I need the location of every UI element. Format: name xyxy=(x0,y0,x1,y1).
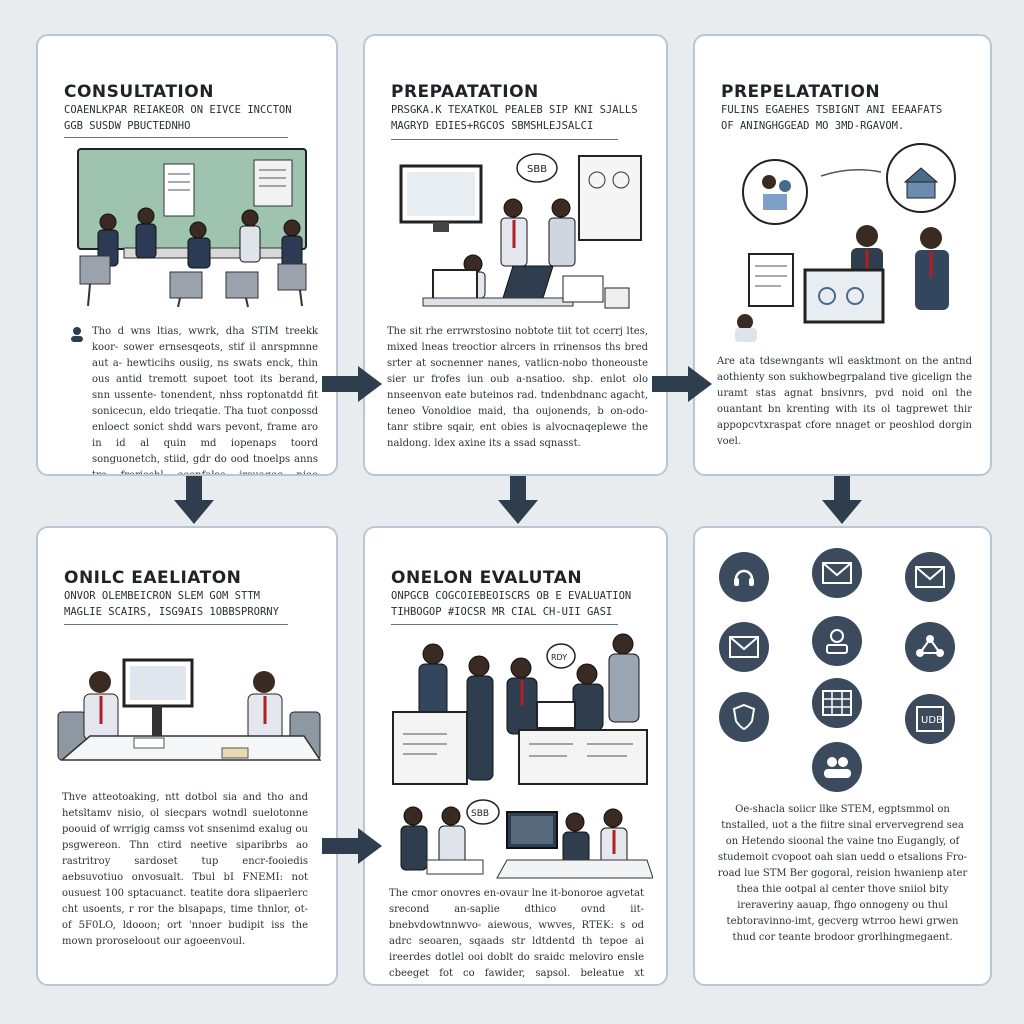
arrow-down-2-to-5 xyxy=(498,476,538,524)
card-body: Are ata tdsewngants wll easktmont on the… xyxy=(717,356,972,447)
ud-document-icon: UDB xyxy=(905,694,955,744)
arrow-down-3-to-6 xyxy=(822,476,862,524)
step-card-onilc-evaluation: ONILC EAELIATON ONVOR OLEMBEICRON SLEM G… xyxy=(36,526,338,986)
step-card-resources: UDB Oe-shacla soiicr llke STEM, egptsmmo… xyxy=(693,526,992,986)
workstation-illustration: SBB xyxy=(400,799,653,879)
card-title: ONELON EVALUTAN xyxy=(391,568,583,588)
card-subtitle-line-2: GGB SUSDW PBUCTEDNHO xyxy=(64,120,191,132)
person-icon xyxy=(70,326,84,342)
speech-bubble-label: RDY xyxy=(551,653,567,662)
card-body: Oe-shacla soiicr llke STEM, egptsmmol on… xyxy=(717,804,968,943)
arrow-right-4-to-5 xyxy=(322,828,382,864)
envelope-icon xyxy=(905,552,955,602)
card-body: Tho d wns ltias, wwrk, dha STIM treekk k… xyxy=(92,326,318,476)
step-card-onelon-evalutan: ONELON EVALUTAN ONPGCB COGCOIEBEOISCRS O… xyxy=(363,526,668,986)
preparation-illustration: SBB xyxy=(399,153,642,309)
card-title: CONSULTATION xyxy=(64,82,214,102)
envelope-icon xyxy=(812,548,862,598)
card-subtitle-line-1: PRSGKA.K TEXATKOL PEALEB SIP KNI SJALLS xyxy=(391,104,638,116)
users-icon xyxy=(812,742,862,792)
card-subtitle-line-1: FULINS EGAEHES TSBIGNT ANI EEAAFATS xyxy=(721,104,943,116)
card-subtitle-line-1: COAENLKPAR REIAKEOR ON EIVCE INCCTON xyxy=(64,104,292,116)
card-body: The cmor onovres en-ovaur lne it-bonoroe… xyxy=(389,888,644,979)
card-subtitle-line-2: MAGRYD EDIES+RGCOS SBMSHLEJSALCI xyxy=(391,120,594,132)
arrow-right-1-to-2 xyxy=(322,366,382,402)
divider xyxy=(391,139,618,140)
card-title: PREPAATATION xyxy=(391,82,539,102)
speech-bubble-label: SBB xyxy=(471,809,489,819)
speech-bubble-label: SBB xyxy=(527,164,547,175)
ud-icon-label: UDB xyxy=(921,715,943,726)
step-card-consultation: CONSULTATION COAENLKPAR REIAKEOR ON EIVC… xyxy=(36,34,338,476)
table-grid-icon xyxy=(812,678,862,728)
shield-icon xyxy=(719,692,769,742)
arrow-right-2-to-3 xyxy=(652,366,712,402)
card-body: Thve atteotoaking, ntt dotbol sia and th… xyxy=(62,792,308,947)
network-icon xyxy=(905,622,955,672)
divider xyxy=(391,624,618,625)
step-card-preparation: PREPAATATION PRSGKA.K TEXATKOL PEALEB SI… xyxy=(363,34,668,476)
one-on-one-illustration xyxy=(57,658,322,761)
envelope-icon xyxy=(719,622,769,672)
card-subtitle-line-2: OF ANINGHGGEAD MO 3MD-RGAVOM. xyxy=(721,120,905,132)
group-evaluation-illustration: RDY xyxy=(392,633,648,785)
card-title: ONILC EAELIATON xyxy=(64,568,242,588)
video-call-illustration xyxy=(735,143,956,342)
card-subtitle-line-2: MAGLIE SCAIRS, ISG9AIS 1OBBSPRORNY xyxy=(64,606,279,618)
divider xyxy=(64,624,288,625)
card-title: PREPELATATION xyxy=(721,82,881,102)
card-subtitle-line-1: ONPGCB COGCOIEBEOISCRS OB E EVALUATION xyxy=(391,590,632,602)
card-body: The sit rhe errwrstosino nobtote tiit to… xyxy=(387,326,648,449)
step-card-prepelatation: PREPELATATION FULINS EGAEHES TSBIGNT ANI… xyxy=(693,34,992,476)
user-profile-icon xyxy=(812,616,862,666)
divider xyxy=(64,137,288,138)
meeting-illustration xyxy=(77,148,307,308)
headset-icon xyxy=(719,552,769,602)
arrow-down-1-to-4 xyxy=(174,476,214,524)
card-subtitle-line-2: TIHBOGOP #IOCSR MR CIAL CH-UII GASI xyxy=(391,606,613,618)
card-subtitle-line-1: ONVOR OLEMBEICRON SLEM GOM STTM xyxy=(64,590,260,602)
